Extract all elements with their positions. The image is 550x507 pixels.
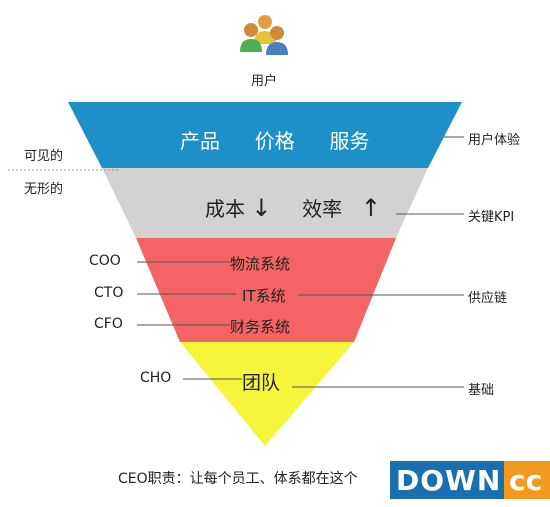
supply-chain-label: 供应链 (468, 291, 508, 306)
product-layer-shape (68, 102, 462, 168)
price-item: 价格 (254, 129, 295, 153)
team-layer-shape (180, 342, 354, 446)
cfo-label: CFO (94, 316, 123, 332)
product-item: 产品 (180, 129, 220, 153)
team-label: 团队 (242, 372, 281, 394)
user-experience-label: 用户体验 (468, 133, 521, 148)
kpi-layer-items: 成本 ↓ 效率 ↑ (205, 193, 381, 222)
watermark-main-text: DOWN (396, 464, 502, 497)
cto-label: CTO (94, 285, 124, 301)
finance-system-label: 财务系统 (230, 318, 291, 336)
watermark-suffix: cc (509, 464, 543, 497)
key-kpi-label: 关键KPI (468, 210, 515, 225)
it-system-label: IT系统 (242, 287, 286, 305)
down-cc-watermark: DOWN. cc (390, 455, 550, 503)
visible-label: 可见的 (24, 149, 64, 164)
invisible-label: 无形的 (24, 182, 64, 197)
cho-label: CHO (140, 370, 172, 386)
cost-label: 成本 (205, 197, 245, 221)
cost-down-arrow: ↓ (251, 194, 272, 222)
ceo-duty-footer: CEO职责：让每个员工、体系都在这个 (118, 471, 358, 487)
watermark-dot: . (501, 464, 514, 497)
coo-label: COO (89, 253, 121, 269)
efficiency-label: 效率 (302, 197, 343, 221)
watermark-logo (390, 461, 550, 499)
top-users-label: 用户 (251, 74, 278, 89)
kpi-layer-shape (102, 168, 428, 238)
foundation-label: 基础 (468, 383, 495, 398)
product-layer-items: 产品 价格 服务 (180, 125, 369, 154)
users-icon (240, 15, 288, 55)
logistics-system-label: 物流系统 (230, 255, 291, 273)
efficiency-up-arrow: ↑ (360, 194, 382, 222)
service-item: 服务 (329, 129, 370, 153)
supply-layer-shape (136, 238, 396, 342)
